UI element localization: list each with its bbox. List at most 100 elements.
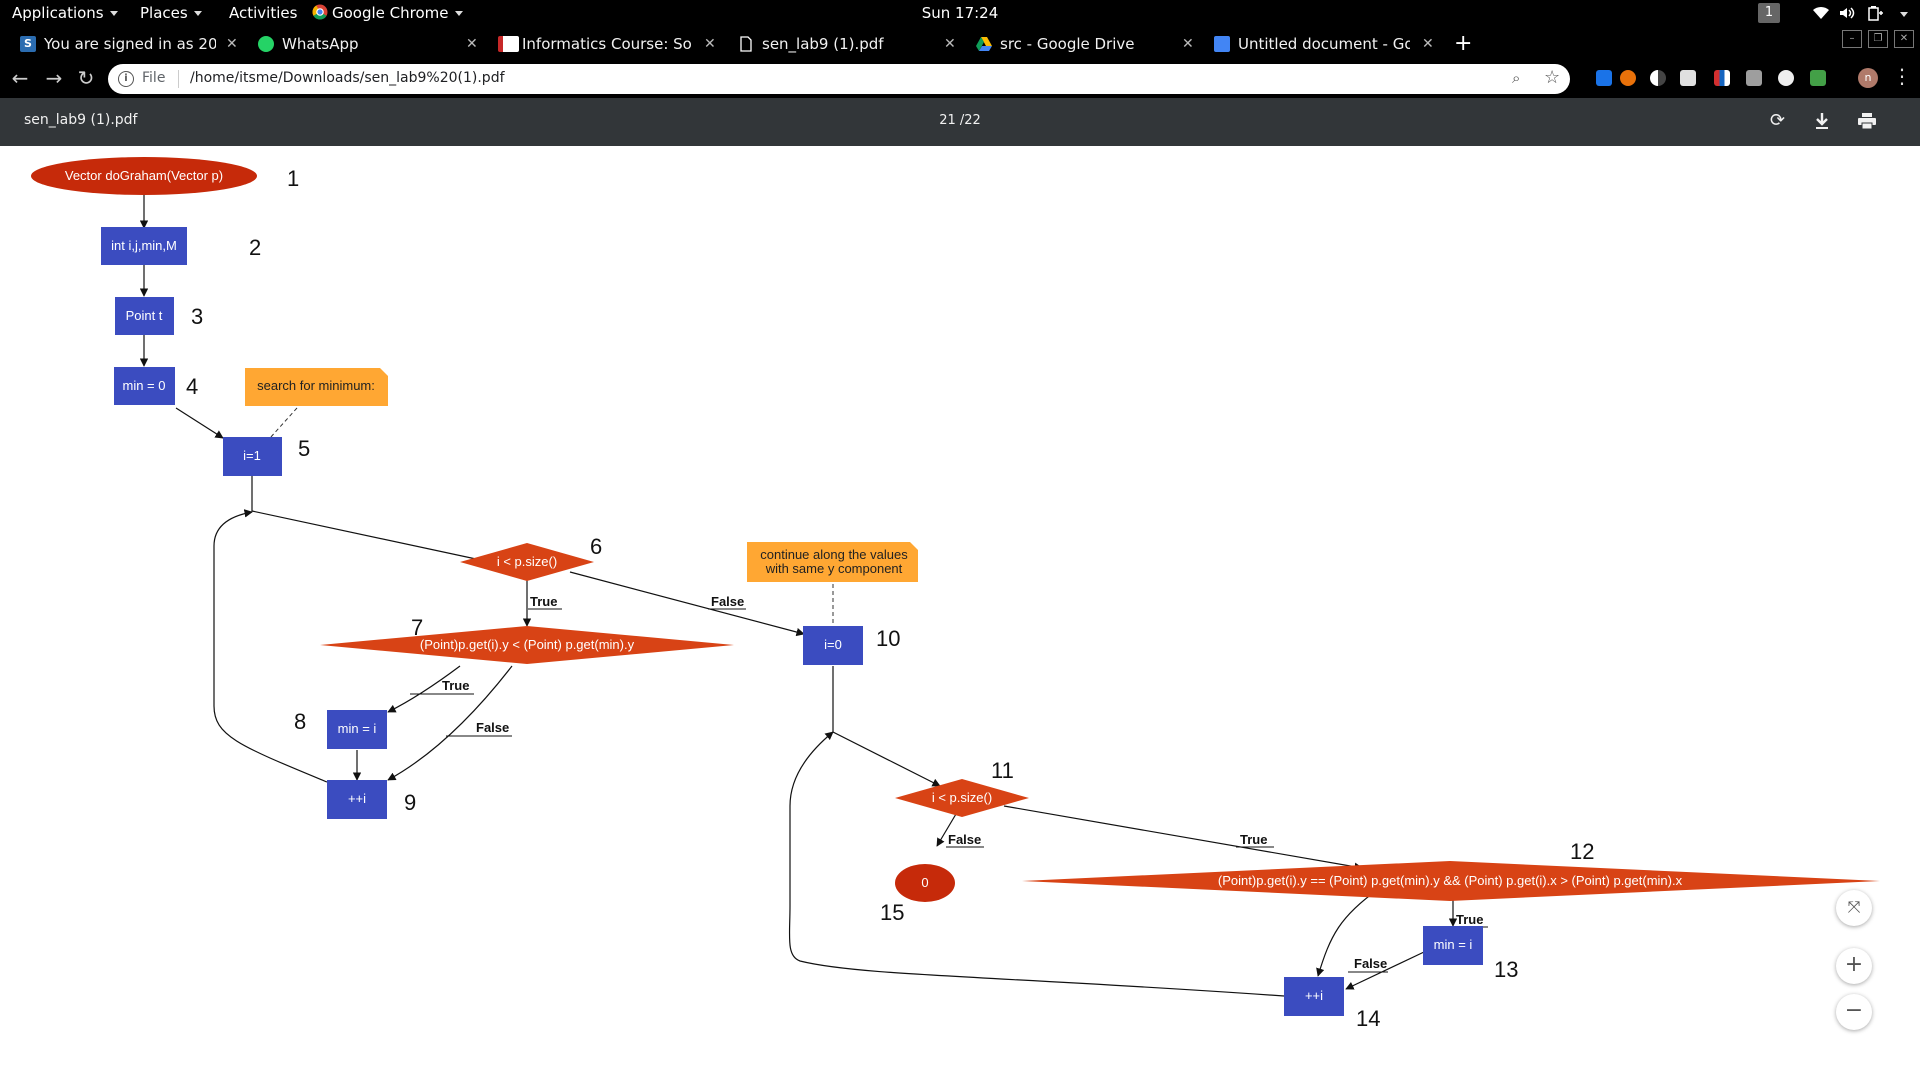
node-7-compare-y: (Point)p.get(i).y < (Point) p.get(min).y (320, 626, 734, 664)
process-shape (1423, 926, 1483, 965)
close-icon[interactable]: ✕ (704, 36, 716, 52)
node-number: 5 (298, 436, 310, 461)
close-icon[interactable]: ✕ (1182, 36, 1194, 52)
zoom-in-button[interactable]: + (1836, 948, 1872, 984)
chevron-down-icon (109, 11, 118, 16)
clock[interactable]: Sun 17:24 (921, 4, 999, 22)
tab-informatics-course[interactable]: Informatics Course: Softw ✕ (498, 28, 716, 60)
activities-button[interactable]: Activities (229, 4, 298, 22)
node-5-i-one: i=1 (223, 437, 282, 476)
flowchart: True False True False False True True Fa… (31, 157, 1880, 1031)
rotate-icon[interactable]: ⟳ (1770, 110, 1786, 131)
edge-label-false-6: False (711, 594, 744, 609)
workspace-indicator[interactable]: 1 (1758, 3, 1780, 23)
tab-signed-in[interactable]: S You are signed in as 2016 ✕ (20, 28, 238, 60)
system-menu-caret-icon[interactable] (1900, 12, 1908, 17)
node-number: 8 (294, 709, 306, 734)
edge-label-true-6: True (530, 594, 557, 609)
whatsapp-icon (258, 36, 274, 52)
process-shape (327, 780, 387, 819)
edge-6-10-false (569, 571, 805, 637)
system-top-bar: Applications Places Activities Google Ch… (0, 0, 1920, 28)
close-icon[interactable]: ✕ (226, 36, 238, 52)
node-2-declare: int i,j,min,M (101, 227, 187, 265)
node-number: 1 (287, 166, 299, 191)
divider (178, 70, 179, 88)
tab-whatsapp[interactable]: WhatsApp ✕ (258, 28, 478, 60)
edge-13-14 (1345, 951, 1425, 990)
extension-shield-icon[interactable] (1680, 70, 1696, 86)
close-window-icon[interactable]: ✕ (1894, 30, 1914, 48)
minimize-icon[interactable]: – (1842, 30, 1862, 48)
note-text-line-1: continue along the values (760, 547, 908, 562)
chevron-down-icon (193, 11, 202, 16)
zoom-icon[interactable]: ⌕ (1512, 69, 1521, 87)
tab-strip: S You are signed in as 2016 ✕ WhatsApp ✕… (0, 28, 1920, 60)
places-menu[interactable]: Places (140, 4, 202, 22)
new-tab-button[interactable]: + (1454, 31, 1473, 56)
course-icon (498, 36, 519, 52)
tab-sen-lab9-pdf[interactable]: sen_lab9 (1).pdf ✕ (738, 28, 958, 60)
drive-icon (976, 37, 992, 51)
restore-icon[interactable]: ❐ (1868, 30, 1888, 48)
reload-icon[interactable]: ↻ (77, 66, 95, 90)
note-text: search for minimum: (257, 378, 375, 393)
note-connectors (269, 407, 834, 628)
more-menu-icon[interactable]: ⋮ (1892, 64, 1912, 88)
zoom-out-button[interactable]: − (1836, 994, 1872, 1030)
wifi-icon[interactable] (1812, 4, 1830, 22)
extension-adblock-icon[interactable] (1746, 70, 1762, 86)
pdf-page-content[interactable]: True False True False False True True Fa… (0, 146, 1920, 1080)
back-icon[interactable]: ← (11, 66, 29, 90)
node-15-return: 0 (895, 864, 955, 902)
battery-icon[interactable] (1866, 4, 1884, 22)
edge-5-6 (251, 476, 491, 565)
url-text[interactable]: /home/itsme/Downloads/sen_lab9%20(1).pdf (190, 70, 505, 86)
tab-google-drive[interactable]: src - Google Drive ✕ (976, 28, 1194, 60)
extension-contrast-icon[interactable] (1650, 70, 1666, 86)
node-number: 2 (249, 235, 261, 260)
close-icon[interactable]: ✕ (944, 36, 956, 52)
node-number: 13 (1494, 957, 1518, 982)
node-6-loop-condition: i < p.size() (460, 543, 594, 581)
scheme-label: File (142, 70, 166, 86)
print-icon[interactable] (1858, 113, 1876, 129)
decision-shape (320, 626, 734, 664)
node-12-compare-xy: (Point)p.get(i).y == (Point) p.get(min).… (1022, 861, 1880, 901)
terminal-shape (31, 157, 257, 195)
extension-cookie-icon[interactable] (1620, 70, 1636, 86)
info-icon[interactable]: i (118, 71, 134, 87)
download-icon[interactable] (1814, 112, 1830, 130)
edge-label-true-7: True (442, 678, 469, 693)
extension-green-icon[interactable] (1810, 70, 1826, 86)
forward-icon[interactable]: → (45, 66, 63, 90)
profile-avatar[interactable]: n (1858, 68, 1878, 88)
close-icon[interactable]: ✕ (466, 36, 478, 52)
fit-page-button[interactable]: ⤧ (1836, 890, 1872, 926)
tab-untitled-document[interactable]: Untitled document - Goog ✕ (1214, 28, 1434, 60)
page-indicator[interactable]: 21 /22 (939, 113, 981, 128)
pdf-viewer-toolbar: sen_lab9 (1).pdf 21 /22 ⟳ (0, 98, 1920, 146)
close-icon[interactable]: ✕ (1422, 36, 1434, 52)
edge-7-8-true (387, 665, 461, 713)
applications-menu[interactable]: Applications (12, 4, 118, 22)
extension-blue-icon[interactable] (1596, 70, 1612, 86)
node-label: min = 0 (123, 378, 166, 393)
node-number: 6 (590, 534, 602, 559)
chrome-icon (312, 4, 328, 20)
volume-icon[interactable] (1838, 4, 1856, 22)
process-shape (114, 367, 175, 405)
extension-white-icon[interactable] (1778, 70, 1794, 86)
edge-11-15-false (936, 813, 957, 847)
active-app-menu[interactable]: Google Chrome (312, 4, 463, 22)
document-icon (740, 36, 752, 52)
bookmark-star-icon[interactable]: ☆ (1544, 67, 1561, 88)
process-shape (101, 227, 187, 265)
address-bar[interactable]: i File /home/itsme/Downloads/sen_lab9%20… (108, 64, 1570, 94)
process-shape (803, 626, 863, 665)
node-number: 15 (880, 900, 904, 925)
node-3-point: Point t (115, 297, 174, 335)
extension-flag-icon[interactable] (1714, 70, 1730, 86)
edge-10-11 (832, 666, 941, 787)
node-number: 11 (991, 758, 1014, 783)
